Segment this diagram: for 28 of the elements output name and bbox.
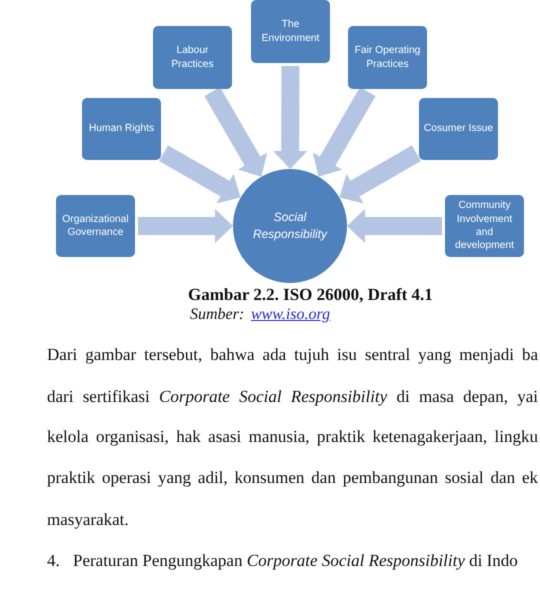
issue-label: Cosumer Issue — [424, 122, 494, 136]
block-arrow — [273, 66, 308, 170]
issue-box — [419, 98, 498, 160]
issue-label: Organizational Governance — [61, 212, 130, 240]
body-text-line: dari sertifikasi Corporate Social Responsibility di masa depan, yai — [47, 386, 538, 408]
source-link: www.iso.org — [251, 305, 330, 325]
issue-box — [82, 98, 161, 160]
issue-label: Labour Practices — [170, 44, 215, 71]
body-text-line: praktik operasi yang adil, konsumen dan pembangunan sosial dan ek — [47, 467, 538, 489]
issue-label: The Environment — [260, 18, 320, 45]
issue-label: Community Involvement and development — [454, 199, 515, 253]
issue-label: Fair Operating Practices — [354, 44, 422, 71]
section-heading: Peraturan Pengungkapan Corporate Social Responsibility di Indo — [73, 550, 518, 572]
issue-box — [348, 26, 427, 89]
source-label: Sumber: — [190, 305, 244, 325]
issue-box — [445, 195, 524, 257]
issue-box — [153, 26, 232, 89]
list-number: 4. — [47, 550, 60, 572]
block-arrow — [138, 209, 233, 243]
issue-label: Human Rights — [88, 122, 154, 136]
body-text-line: Dari gambar tersebut, bahwa ada tujuh isu sentral yang menjadi ba — [47, 344, 538, 366]
center-label: Social Responsibility — [252, 208, 328, 243]
block-arrow — [347, 209, 442, 243]
issue-box — [251, 0, 330, 63]
body-text-line: masyarakat. — [47, 509, 129, 531]
body-text-line: kelola organisasi, hak asasi manusia, praktik ketenagakerjaan, lingku — [47, 426, 538, 448]
figure-caption: Gambar 2.2. ISO 26000, Draft 4.1 — [188, 285, 433, 305]
issue-box — [56, 195, 135, 257]
